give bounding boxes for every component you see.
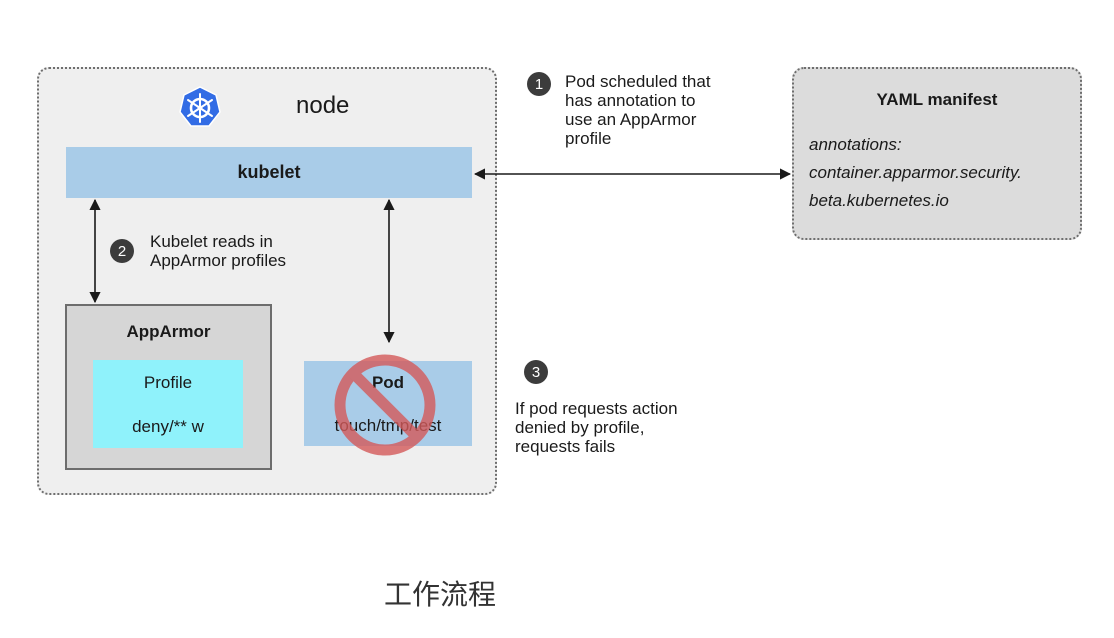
- step-1-number: 1: [534, 75, 544, 93]
- step-3-line: requests fails: [515, 437, 616, 456]
- pod-box: Pod touch/tmp/test: [304, 361, 472, 446]
- yaml-line: beta.kubernetes.io: [809, 191, 949, 210]
- pod-command: touch/tmp/test: [334, 416, 442, 435]
- step-1-badge: 1: [527, 72, 551, 96]
- step-2-badge: 2: [110, 239, 134, 263]
- kubernetes-helm-icon: [179, 86, 221, 127]
- step-3-text: If pod requests action denied by profile…: [515, 399, 678, 456]
- step-3-line: If pod requests action: [515, 399, 678, 418]
- step-1-line: use an AppArmor: [565, 110, 697, 129]
- step-1-line: Pod scheduled that: [565, 72, 711, 91]
- step-1-text: Pod scheduled that has annotation to use…: [565, 72, 711, 148]
- step-3-number: 3: [531, 363, 541, 381]
- pod-title: Pod: [371, 373, 405, 392]
- yaml-line: container.apparmor.security.: [809, 163, 1022, 182]
- step-3-line: denied by profile,: [515, 418, 645, 437]
- profile-title: Profile: [143, 373, 193, 392]
- node-title: node: [296, 92, 350, 119]
- kubelet-label: kubelet: [237, 162, 301, 182]
- step-2-number: 2: [117, 242, 127, 260]
- step-3-badge: 3: [524, 360, 548, 384]
- step-2-text: Kubelet reads in AppArmor profiles: [150, 232, 286, 270]
- yaml-line: annotations:: [809, 135, 902, 154]
- step-2-line: Kubelet reads in: [150, 232, 273, 251]
- profile-box: Profile deny/** w: [93, 360, 243, 448]
- kubelet-box: kubelet: [66, 147, 472, 198]
- step-2-line: AppArmor profiles: [150, 251, 287, 270]
- yaml-title: YAML manifest: [876, 90, 998, 109]
- step-1-line: profile: [565, 129, 612, 148]
- step-1-line: has annotation to: [565, 91, 696, 110]
- yaml-manifest-box: YAML manifest annotations: container.app…: [792, 67, 1082, 240]
- apparmor-title: AppArmor: [126, 322, 211, 341]
- profile-rule: deny/** w: [132, 417, 204, 436]
- caption: 工作流程: [383, 579, 496, 610]
